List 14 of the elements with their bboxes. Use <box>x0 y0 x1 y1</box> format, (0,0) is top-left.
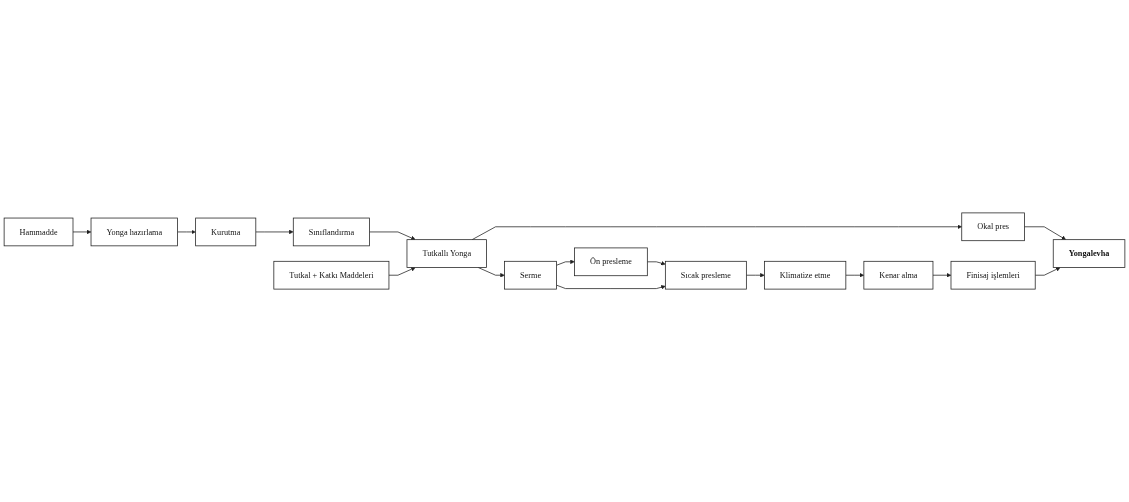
node-box: Tutkal + Katkı Maddeleri <box>273 260 390 290</box>
node-box: Serme <box>504 260 557 290</box>
node-box: Finisaj işlemleri <box>950 260 1036 290</box>
node-box: Ön presleme <box>574 247 648 277</box>
node-box: Sınıflandırma <box>292 217 370 247</box>
node-box: Sıcak presleme <box>664 260 747 290</box>
node-box: Tutkallı Yonga <box>406 239 487 268</box>
node-box: Yonga hazırlama <box>90 217 178 247</box>
node-box: Kurutma <box>195 217 257 247</box>
node-box: Yongalevha <box>1052 239 1126 268</box>
node-box: Hammadde <box>3 217 74 247</box>
node-box: Okal pres <box>961 212 1025 242</box>
node-box: Klimatize etme <box>764 260 847 290</box>
node-box: Kenar alma <box>863 260 934 290</box>
